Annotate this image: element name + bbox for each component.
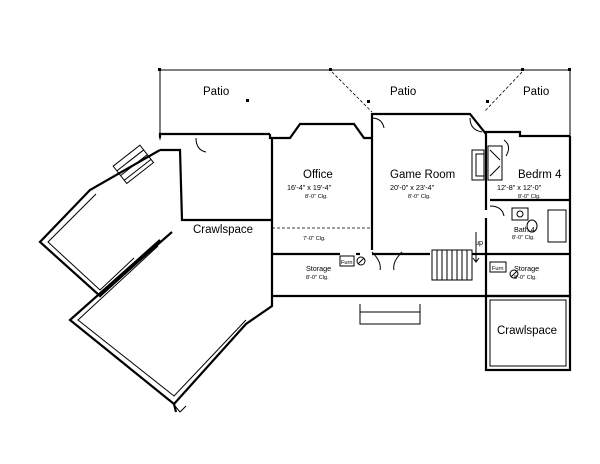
storage-right-label: Storage — [514, 264, 539, 273]
office-dims: 16'-4" x 19'-4" — [287, 183, 332, 192]
furnace-box-left — [339, 255, 355, 267]
stairs — [431, 232, 480, 281]
patio-outline — [158, 68, 571, 140]
bedroom-dims: 12'-8" x 12'-0" — [497, 183, 542, 192]
water-heater-right — [509, 269, 519, 279]
game-room-clg: 8'-0" Clg. — [408, 194, 431, 200]
interior-details — [195, 117, 567, 325]
patio-posts — [158, 68, 571, 103]
patio-right-label: Patio — [523, 86, 549, 98]
crawlspace-right-label: Crawlspace — [497, 325, 557, 337]
patio-mid-label: Patio — [390, 86, 416, 98]
furnace-right-label: Furn — [492, 266, 504, 272]
office-clg: 8'-0" Clg. — [305, 194, 328, 200]
bath-label: Bath 4 — [514, 225, 535, 234]
bedroom-clg: 8'-0" Clg. — [518, 194, 541, 200]
crawlspace-left-label: Crawlspace — [193, 224, 253, 236]
left-crawlspace-wing — [38, 144, 274, 413]
storage-left-clg: 8'-0" Clg. — [306, 275, 329, 281]
door-swing — [371, 117, 385, 129]
game-room-label: Game Room — [390, 169, 455, 181]
furnace-box-right — [489, 261, 507, 273]
furnace-left-label: Furn — [341, 260, 353, 266]
storage-left-label: Storage — [306, 264, 331, 273]
bath-clg: 8'-0" Clg. — [512, 235, 535, 241]
sink — [511, 207, 529, 221]
closet — [487, 145, 503, 181]
storage-right-clg: 8'-0" Clg. — [514, 275, 537, 281]
house-walls — [158, 112, 572, 298]
toilet — [526, 219, 538, 233]
stair-up-label: up — [475, 238, 483, 247]
bedroom-label: Bedrm 4 — [518, 169, 562, 181]
bathtub — [547, 209, 567, 243]
game-room-dims: 20'-0" x 23'-4" — [390, 183, 435, 192]
room-labels: Patio Patio Patio Office 16'-4" x 19'-4"… — [193, 86, 562, 337]
office-label: Office — [303, 169, 333, 181]
water-heater — [356, 256, 366, 266]
office-clg2: 7'-0" Clg. — [303, 236, 326, 242]
right-crawlspace — [484, 294, 572, 372]
patio-left-label: Patio — [203, 86, 229, 98]
